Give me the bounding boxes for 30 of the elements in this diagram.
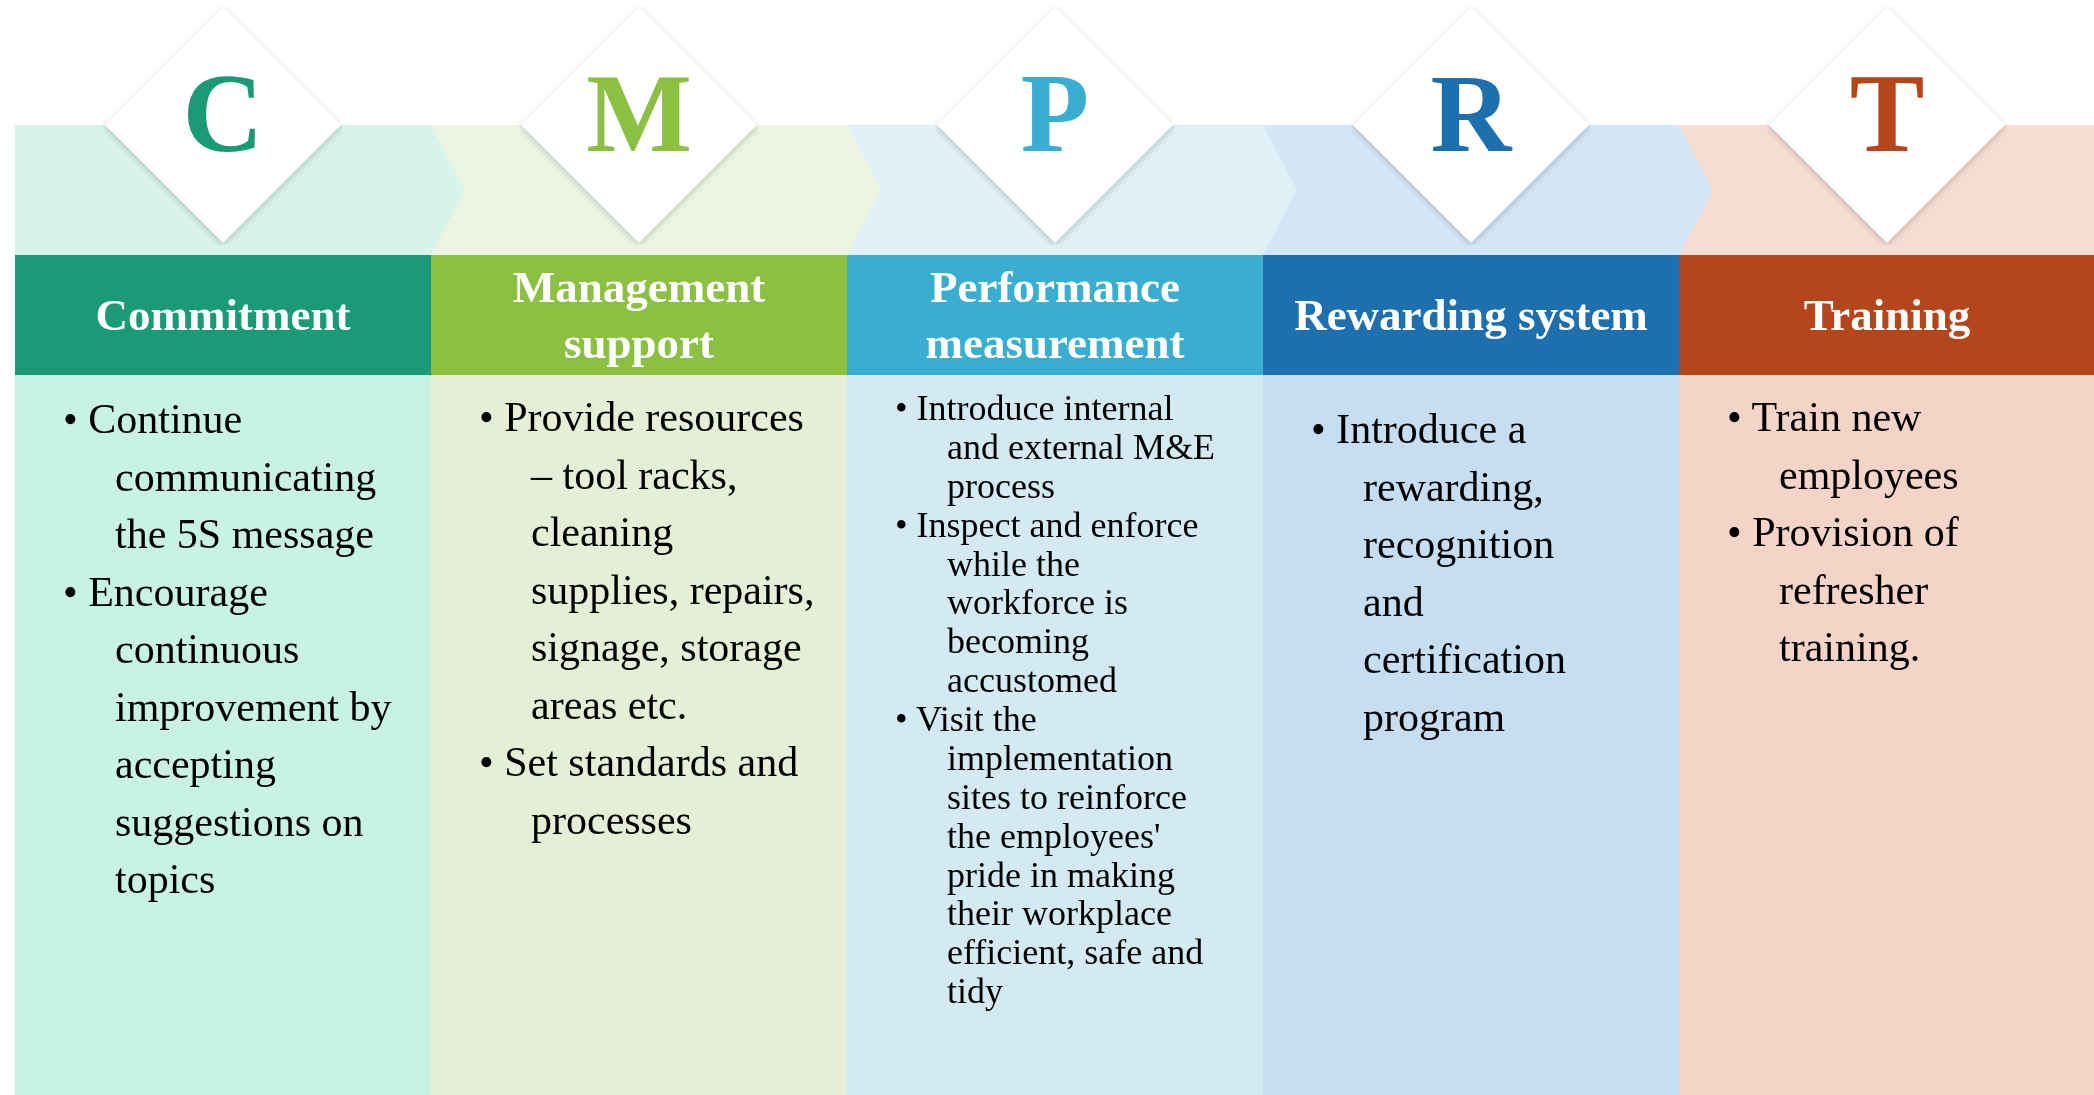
bullet-item: • Provide resources – tool racks, cleaning supplies, repairs, signage, storage areas etc. xyxy=(479,393,816,730)
bullet-item: • Train new employees xyxy=(1727,393,1960,500)
header-band xyxy=(847,255,1263,375)
header-band xyxy=(15,255,431,375)
letter: T xyxy=(1848,57,1926,169)
bullet-item: • Continue communicating the 5S message xyxy=(63,395,378,560)
letter: R xyxy=(1429,57,1514,169)
letter: P xyxy=(1019,57,1091,169)
header-title: Training xyxy=(1802,288,1972,342)
header-band xyxy=(1679,255,2094,375)
letter: M xyxy=(585,57,693,169)
header-band xyxy=(1263,255,1679,375)
header-title: Performance measurement xyxy=(924,260,1186,370)
column-panel xyxy=(1263,375,1679,1095)
bullet-item: • Introduce internal and external M&E process xyxy=(895,389,1216,506)
bullet-item: • Provision of refresher training. xyxy=(1727,508,1960,673)
bullet-item: • Inspect and enforce while the workforce is becoming accustomed xyxy=(895,505,1200,700)
bullet-item: • Encourage continuous improvement by accepting suggestions on topics xyxy=(63,567,393,905)
bullet-item: • Visit the implementation sites to reinforce the employees' pride in making their workplace efficient, safe and tidy xyxy=(895,700,1205,1011)
column-panel xyxy=(847,375,1263,1095)
column-panel xyxy=(431,375,847,1095)
column-panel xyxy=(1679,375,2094,1095)
header-title: Commitment xyxy=(94,288,352,342)
header-title: Rewarding system xyxy=(1293,288,1649,342)
bullet-item: • Introduce a rewarding, recognition and certification program xyxy=(1311,405,1567,742)
header-band xyxy=(431,255,847,375)
column-panel xyxy=(15,375,431,1095)
header-title: Management support xyxy=(511,260,767,370)
letter: C xyxy=(181,57,265,169)
bullet-item: • Set standards and processes xyxy=(479,738,800,845)
